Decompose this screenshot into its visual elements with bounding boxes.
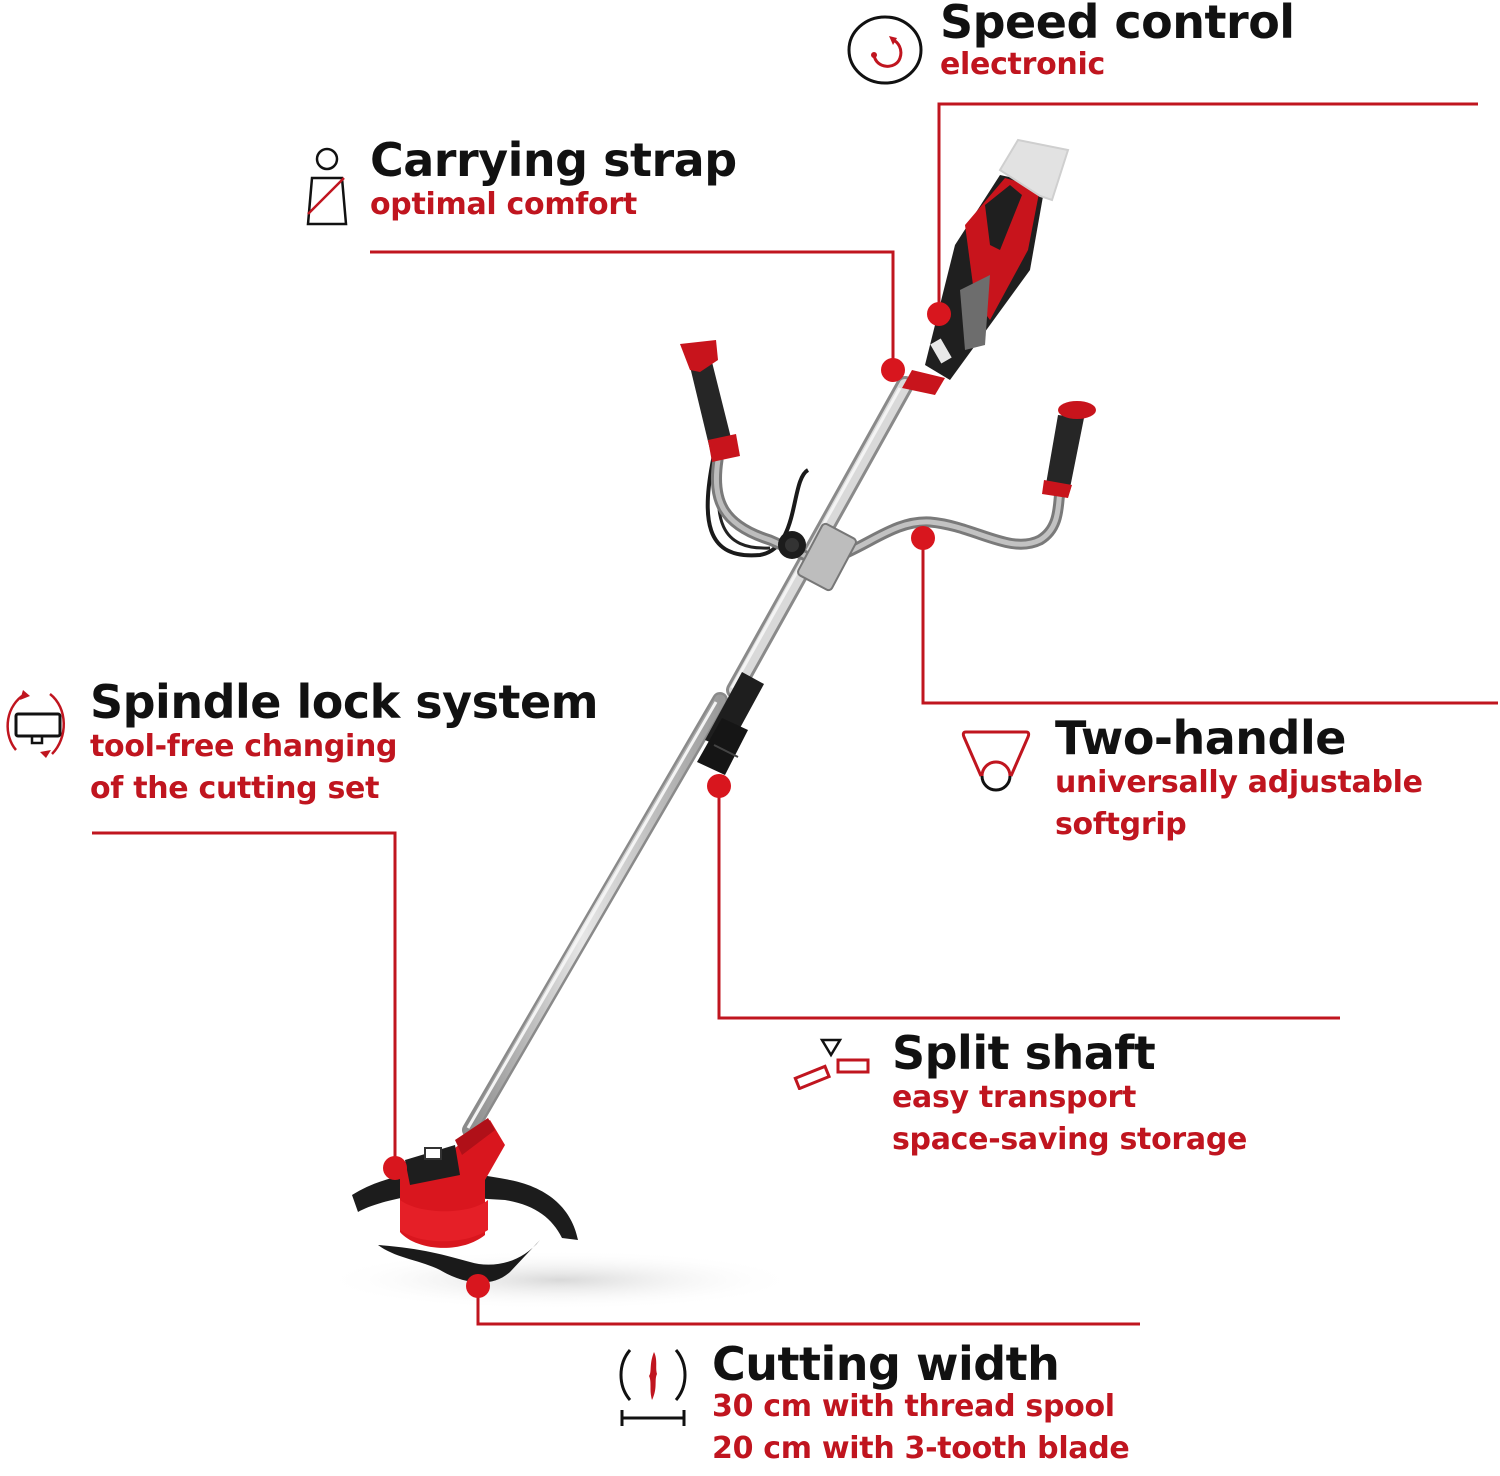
- callout-line-cutting-width: [476, 1286, 1140, 1326]
- handle-clamp: [778, 522, 857, 592]
- feature-title: Two-handle: [1055, 711, 1346, 765]
- feature-description-line-2: 20 cm with 3-tooth blade: [712, 1431, 1130, 1466]
- feature-two-handle: Two-handle universally adjustable softgr…: [1055, 712, 1423, 846]
- feature-speed-control: Speed control electronic: [940, 0, 1295, 86]
- feature-title: Split shaft: [892, 1026, 1156, 1080]
- feature-title: Speed control: [940, 0, 1295, 49]
- callout-dot-split-shaft: [707, 774, 731, 798]
- callout-line-carrying-strap: [370, 250, 895, 369]
- feature-description-line-1: 30 cm with thread spool: [712, 1389, 1115, 1424]
- callout-dot-spindle-lock: [383, 1156, 407, 1180]
- two-handle-icon: [961, 730, 1031, 792]
- cutting-width-icon: [619, 1349, 687, 1426]
- feature-title: Spindle lock system: [90, 675, 599, 729]
- feature-description: electronic: [940, 47, 1105, 82]
- callout-line-split-shaft: [717, 786, 1340, 1020]
- lower-shaft: [462, 692, 728, 1138]
- split-shaft-coupling: [697, 672, 764, 775]
- person-strap-icon: [306, 147, 348, 226]
- callout-dot-two-handle: [911, 526, 935, 550]
- ground-shadow: [320, 1250, 800, 1310]
- speed-dial-icon: [847, 15, 923, 85]
- feature-title: Carrying strap: [370, 133, 737, 187]
- callout-lines: [92, 102, 1498, 1326]
- feature-description-line-2: softgrip: [1055, 807, 1187, 842]
- callout-line-two-handle: [921, 538, 1498, 705]
- feature-title: Cutting width: [712, 1337, 1060, 1391]
- feature-carrying-strap: Carrying strap optimal comfort: [370, 134, 737, 226]
- feature-description-line-2: space-saving storage: [892, 1122, 1248, 1157]
- right-handlebar: [824, 401, 1096, 566]
- split-shaft-icon: [793, 1038, 870, 1090]
- callout-dot-carrying-strap: [881, 358, 905, 382]
- feature-description-line-1: universally adjustable: [1055, 765, 1423, 800]
- motor-housing: [902, 138, 1070, 395]
- callout-dot-speed-control: [927, 302, 951, 326]
- callout-line-speed-control: [937, 102, 1478, 313]
- left-handlebar: [680, 340, 821, 566]
- feature-description: optimal comfort: [370, 187, 637, 222]
- cutter-head: [352, 1118, 578, 1283]
- feature-split-shaft: Split shaft easy transport space-saving …: [892, 1027, 1247, 1161]
- callout-dot-cutting-width: [466, 1274, 490, 1298]
- callout-dots: [383, 302, 951, 1298]
- feature-description-line-1: tool-free changing: [90, 729, 398, 764]
- callout-line-spindle-lock: [92, 831, 397, 1168]
- feature-description-line-2: of the cutting set: [90, 771, 380, 806]
- spindle-rotate-icon: [6, 690, 65, 758]
- feature-cutting-width: Cutting width 30 cm with thread spool 20…: [712, 1337, 1130, 1470]
- feature-spindle-lock: Spindle lock system tool-free changing o…: [90, 675, 599, 810]
- feature-description-line-1: easy transport: [892, 1080, 1137, 1115]
- cable: [705, 449, 810, 558]
